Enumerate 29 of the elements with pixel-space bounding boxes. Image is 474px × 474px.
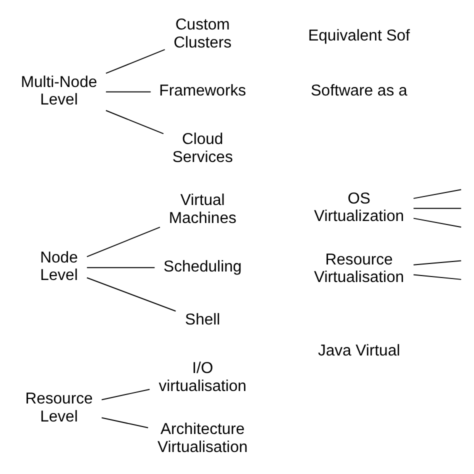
node-text: Architecture Virtualisation	[158, 421, 248, 456]
connector	[105, 91, 152, 92]
node-text: Shell	[185, 312, 220, 329]
connector	[413, 208, 462, 209]
label: Java Virtual	[318, 342, 400, 360]
node-text: Scheduling	[164, 258, 242, 276]
node-text: Cloud Services	[172, 131, 233, 166]
label: Equivalent Sof	[308, 27, 410, 44]
connector	[101, 417, 149, 428]
node-text: Multi-Node Level	[20, 74, 98, 109]
connector	[101, 388, 150, 400]
connector	[413, 218, 462, 228]
node-text: Resource Level	[25, 390, 93, 426]
node-text: I/O virtualisation	[158, 360, 246, 395]
node-text: OS Virtualization	[314, 190, 404, 226]
label: Software as a	[310, 82, 408, 100]
connector	[86, 277, 176, 312]
connector	[86, 226, 160, 258]
connector	[105, 110, 164, 134]
node-text: Node Level	[40, 249, 78, 284]
node-text: Virtual Machines	[168, 192, 236, 227]
connector	[105, 49, 166, 74]
node-text: Resource Virtualisation	[314, 251, 404, 286]
connector	[413, 274, 462, 280]
node-text: Custom Clusters	[174, 16, 232, 52]
connector	[413, 189, 462, 199]
connector	[413, 260, 462, 266]
node-text: Frameworks	[159, 82, 246, 100]
connector	[86, 267, 156, 268]
